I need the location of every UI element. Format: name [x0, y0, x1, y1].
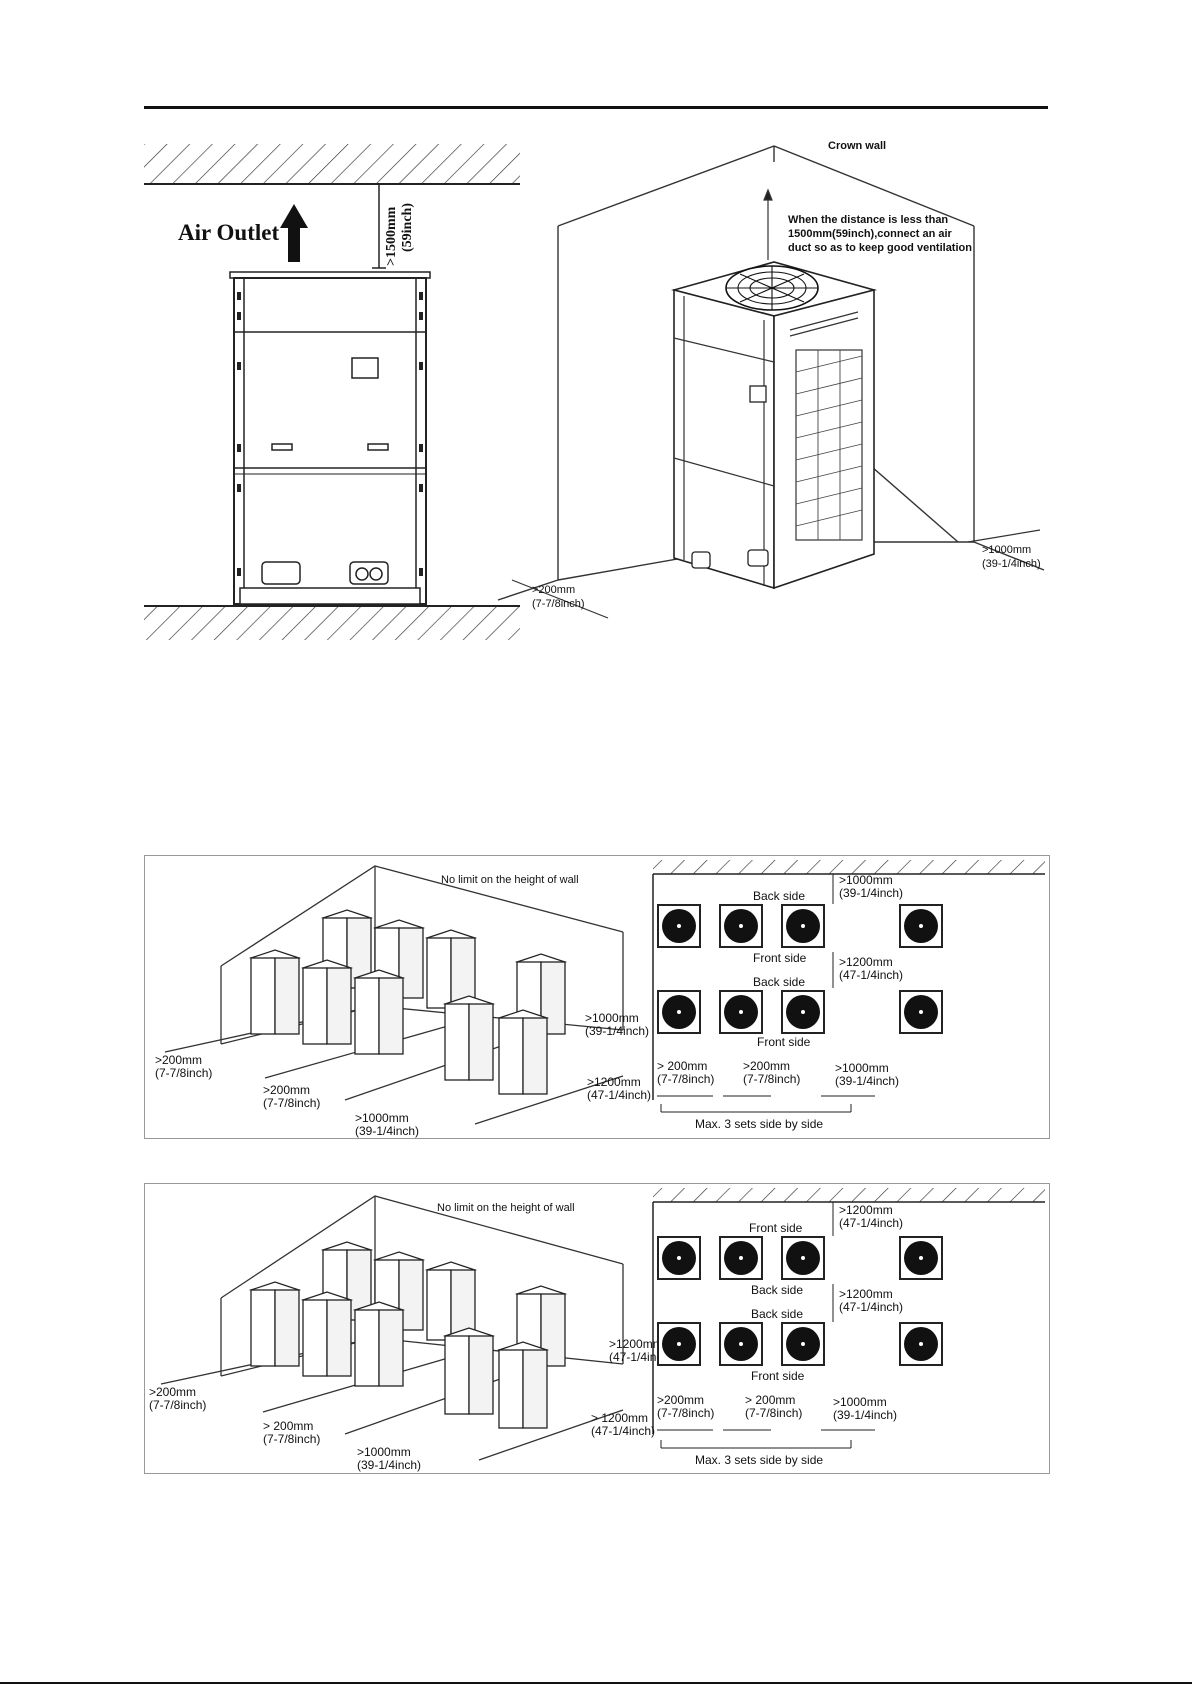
layout-2-bottom-gap-3-inch: (39-1/4inch) — [833, 1408, 898, 1422]
layout-1-bottom-gap-1-inch: (7-7/8inch) — [657, 1072, 715, 1086]
layout-1-fan-unit-icon — [657, 904, 701, 948]
left-clearance-inch-label: (7-7/8inch) — [532, 598, 585, 610]
layout-1-dim-4-inch: (39-1/4inch) — [585, 1024, 650, 1038]
layout-1-row-1-bottom-label: Front side — [753, 951, 807, 965]
front-elevation-diagram: Air Outlet >1500mm (59inch) — [144, 144, 520, 640]
layout-2-fan-unit-icon — [781, 1236, 825, 1280]
air-outlet-label: Air Outlet — [178, 220, 280, 245]
layout-1-bottom-gap-3: >1000mm — [835, 1061, 889, 1075]
footer-rule — [0, 1682, 1192, 1684]
layout-1-caption: Max. 3 sets side by side — [695, 1117, 824, 1131]
layout-2-units — [248, 1241, 568, 1429]
layout-1-fan-unit-icon — [719, 904, 763, 948]
layout-2-row-1-bottom-label: Back side — [751, 1283, 804, 1297]
layout-1-bottom-gap-2-inch: (7-7/8inch) — [743, 1072, 801, 1086]
layout-2-top-gap: >1200mm — [839, 1203, 893, 1217]
layout-1-dim-1-inch: (7-7/8inch) — [155, 1066, 213, 1080]
layout-2-mid-gap-inch: (47-1/4inch) — [839, 1300, 904, 1314]
layout-1-bottom-gap-2: >200mm — [743, 1059, 791, 1073]
layout-2-dim-3: >1000mm — [357, 1445, 411, 1459]
ventilation-note-line-2: 1500mm(59inch),connect an air — [788, 228, 952, 240]
layout-1-dim-4: >1000mm — [585, 1011, 639, 1025]
layout-2-row-2-bottom-label: Front side — [751, 1369, 805, 1383]
layout-1-top-gap-inch: (39-1/4inch) — [839, 886, 904, 900]
layout-2-bottom-gap-2: > 200mm — [745, 1393, 796, 1407]
layout-1-mid-gap: >1200mm — [839, 955, 893, 969]
layout-2-fan-unit-icon — [657, 1236, 701, 1280]
layout-1-top-gap: >1000mm — [839, 873, 893, 887]
layout-2-fan-unit-icon — [899, 1322, 943, 1366]
layout-2-dim-5: > 1200mm — [591, 1411, 649, 1425]
layout-2-dim-3-inch: (39-1/4inch) — [357, 1458, 422, 1472]
layout-1-units — [248, 909, 568, 1095]
layout-2-dim-1: >200mm — [149, 1385, 197, 1399]
layout-1-row-1-top-label: Back side — [753, 889, 806, 903]
right-clearance-label: >1000mm — [982, 544, 1032, 556]
layout-1-fan-unit-icon — [657, 990, 701, 1034]
layout-1-mid-gap-inch: (47-1/4inch) — [839, 968, 904, 982]
layout-1-isometric-drawing — [164, 860, 1045, 1125]
layout-2-fan-unit-icon — [781, 1322, 825, 1366]
layout-2-bottom-gap-1-inch: (7-7/8inch) — [657, 1406, 715, 1420]
layout-2-dim-1-inch: (7-7/8inch) — [149, 1398, 207, 1412]
layout-1-dim-5: >1200mm — [587, 1075, 641, 1089]
layout-1-fan-unit-icon — [719, 990, 763, 1034]
layout-2-bottom-gap-1: >200mm — [657, 1393, 705, 1407]
layout-1-row-2-bottom-label: Front side — [757, 1035, 811, 1049]
crown-wall-label: Crown wall — [828, 140, 887, 152]
layout-2-wall-label: No limit on the height of wall — [437, 1202, 575, 1214]
layout-2-fan-unit-icon — [657, 1322, 701, 1366]
layout-2-top-gap-inch: (47-1/4inch) — [839, 1216, 904, 1230]
layout-2-fan-unit-icon — [719, 1236, 763, 1280]
left-clearance-label: >200mm — [532, 584, 576, 596]
isometric-room-drawing — [497, 145, 1045, 619]
ventilation-note-line-1: When the distance is less than — [788, 214, 949, 226]
layout-2-row-1-top-label: Front side — [749, 1221, 803, 1235]
layout-1-fan-unit-icon — [899, 904, 943, 948]
top-clearance-label: >1500mm — [384, 206, 399, 266]
layout-2-fan-unit-icon — [899, 1236, 943, 1280]
right-clearance-inch-label: (39-1/4inch) — [982, 558, 1041, 570]
layout-1-dim-3-inch: (39-1/4inch) — [355, 1124, 420, 1138]
layout-1-dim-3: >1000mm — [355, 1111, 409, 1125]
layout-1-fan-unit-icon — [899, 990, 943, 1034]
layout-1-fan-unit-icon — [781, 904, 825, 948]
layout-2-caption: Max. 3 sets side by side — [695, 1453, 824, 1467]
layout-2-bottom-gap-2-inch: (7-7/8inch) — [745, 1406, 803, 1420]
layout-diagram-1: No limit on the height of wall >200mm (7… — [144, 855, 1050, 1139]
isometric-clearance-diagram: Crown wall When the distance is less tha… — [497, 140, 1045, 640]
layout-2-row-2-top-label: Back side — [751, 1307, 804, 1321]
ventilation-note-line-3: duct so as to keep good ventilation — [788, 242, 972, 254]
layout-2-dim-5-inch: (47-1/4inch) — [591, 1424, 656, 1438]
layout-2-bottom-gap-3: >1000mm — [833, 1395, 887, 1409]
layout-1-dim-1: >200mm — [155, 1053, 203, 1067]
layout-diagram-2: No limit on the height of wall >200mm (7… — [144, 1183, 1050, 1474]
header-rule — [144, 106, 1048, 109]
layout-2-dim-2: > 200mm — [263, 1419, 314, 1433]
layout-1-bottom-gap-3-inch: (39-1/4inch) — [835, 1074, 900, 1088]
layout-1-dim-2: >200mm — [263, 1083, 311, 1097]
layout-1-wall-label: No limit on the height of wall — [441, 874, 579, 886]
layout-2-dim-2-inch: (7-7/8inch) — [263, 1432, 321, 1446]
layout-1-row-2-top-label: Back side — [753, 975, 806, 989]
layout-1-bottom-gap-1: > 200mm — [657, 1059, 708, 1073]
layout-1-dim-2-inch: (7-7/8inch) — [263, 1096, 321, 1110]
layout-2-dim-4: >1200mm — [609, 1337, 663, 1351]
top-clearance-inch-label: (59inch) — [400, 203, 415, 252]
layout-1-dim-5-inch: (47-1/4inch) — [587, 1088, 652, 1102]
layout-2-mid-gap: >1200mm — [839, 1287, 893, 1301]
layout-2-fan-unit-icon — [719, 1322, 763, 1366]
layout-2-isometric-drawing — [160, 1188, 1045, 1461]
layout-1-fan-unit-icon — [781, 990, 825, 1034]
front-elevation-drawing — [144, 144, 520, 640]
